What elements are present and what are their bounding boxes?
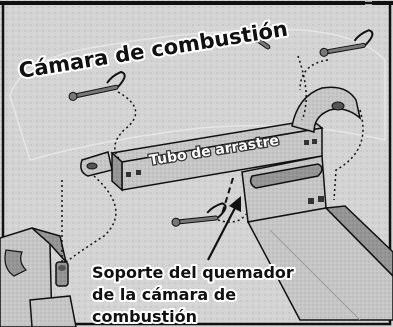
support-label-line2: de la cámara de — [92, 285, 236, 304]
left-leg — [0, 227, 77, 327]
pull-tube — [110, 119, 324, 192]
hitch-pin-top-middle — [252, 34, 271, 50]
tube-left-tab — [80, 151, 113, 177]
hitch-pin-upper-left — [68, 70, 126, 101]
support-label-line1: Soporte del quemador — [92, 263, 294, 282]
support-label-line3: combustión — [92, 307, 197, 326]
hitch-pin-upper-right — [319, 29, 374, 57]
burner-support-leg — [241, 155, 393, 321]
assembly-guide-lines — [61, 55, 364, 263]
tube-to-support-guide — [221, 177, 234, 215]
right-saddle-bracket — [291, 86, 362, 133]
chamber-ghost-outline — [9, 29, 386, 161]
support-pointer-arrow — [207, 196, 241, 261]
